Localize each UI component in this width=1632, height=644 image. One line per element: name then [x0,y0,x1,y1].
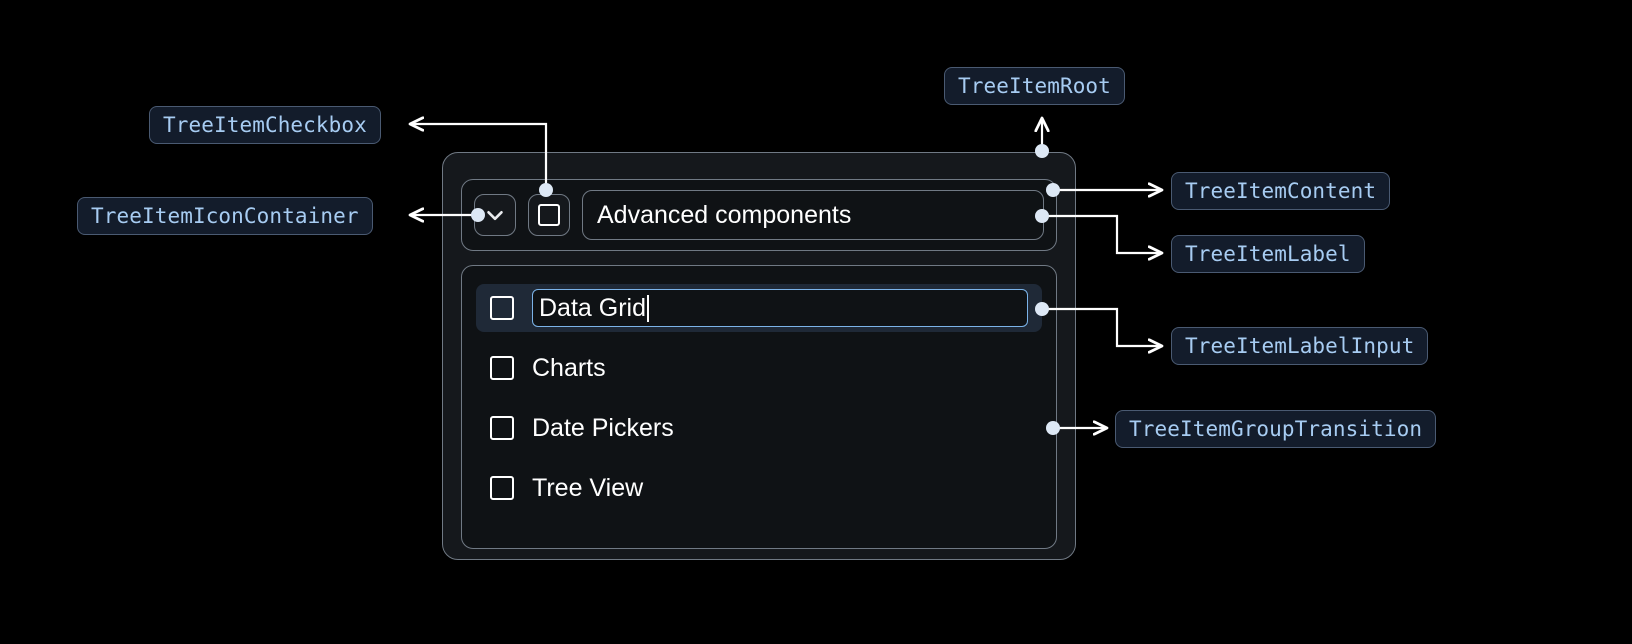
checkbox-unchecked-icon[interactable] [538,204,560,226]
checkbox-unchecked-icon[interactable] [490,356,514,380]
tree-item-child-date-pickers[interactable]: Date Pickers [476,404,1042,452]
tree-item-label[interactable]: Advanced components [582,190,1044,240]
tree-item-child-tree-view[interactable]: Tree View [476,464,1042,512]
annotation-tree-item-icon-container: TreeItemIconContainer [77,197,373,235]
chevron-down-icon [482,202,508,228]
label-input-value: Data Grid [539,293,646,322]
checkbox-unchecked-icon[interactable] [490,296,514,320]
annotation-tree-item-label-input: TreeItemLabelInput [1171,327,1429,365]
tree-item-child-charts[interactable]: Charts [476,344,1042,392]
annotation-tree-item-root: TreeItemRoot [944,67,1125,105]
checkbox-unchecked-icon[interactable] [490,416,514,440]
annotation-tree-item-label: TreeItemLabel [1171,235,1365,273]
tree-item-icon-container[interactable] [474,194,516,236]
tree-item-checkbox[interactable] [528,194,570,236]
text-caret [646,294,649,322]
tree-item-content[interactable]: Advanced components [461,179,1057,251]
tree-item-label-input[interactable]: Data Grid [532,289,1028,327]
tree-item-label: Date Pickers [532,413,674,442]
tree-item-label: Charts [532,353,606,382]
checkbox-unchecked-icon[interactable] [490,476,514,500]
tree-item-group-transition: Data Grid Charts Date Pickers Tree View [461,265,1057,549]
annotation-tree-item-checkbox: TreeItemCheckbox [149,106,381,144]
tree-item-root[interactable]: Advanced components Data Grid Charts Dat… [442,152,1076,560]
tree-item-label: Tree View [532,473,644,502]
annotation-tree-item-content: TreeItemContent [1171,172,1391,210]
annotation-tree-item-group-transition: TreeItemGroupTransition [1115,410,1437,448]
tree-item-child-data-grid[interactable]: Data Grid [476,284,1042,332]
